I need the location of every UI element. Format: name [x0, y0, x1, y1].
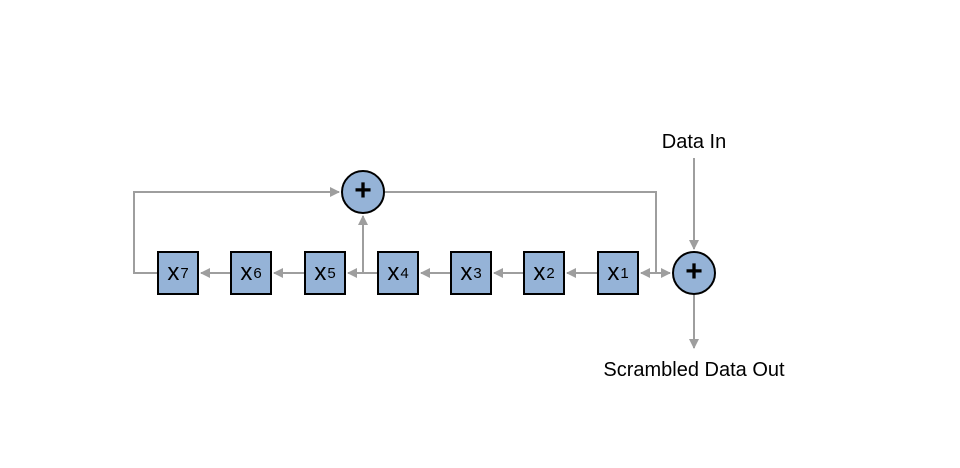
- cell-label-exp: 5: [327, 264, 336, 282]
- feedback-loop-wire: [133, 187, 340, 274]
- xor-output-node: +: [672, 251, 716, 295]
- cell-label-exp: 6: [253, 264, 262, 282]
- cell-label-exp: 1: [620, 264, 629, 282]
- cell-label-exp: 7: [180, 264, 189, 282]
- scrambled-data-out-label: Scrambled Data Out: [603, 359, 785, 381]
- cell-label-exp: 3: [473, 264, 482, 282]
- cell-label-base: x: [387, 259, 400, 286]
- cell-label-base: x: [460, 259, 473, 286]
- cell-label-base: x: [314, 259, 327, 286]
- data-in-label: Data In: [661, 131, 727, 153]
- cell-label-base: x: [607, 259, 620, 286]
- cell-label-exp: 2: [546, 264, 555, 282]
- cell-label-base: x: [533, 259, 546, 286]
- xor-feedback-node: +: [341, 170, 385, 214]
- xor-output-route-wire: [385, 191, 657, 273]
- cell-label-base: x: [240, 259, 253, 286]
- cell-label-exp: 4: [400, 264, 409, 282]
- cell-label-base: x: [167, 259, 180, 286]
